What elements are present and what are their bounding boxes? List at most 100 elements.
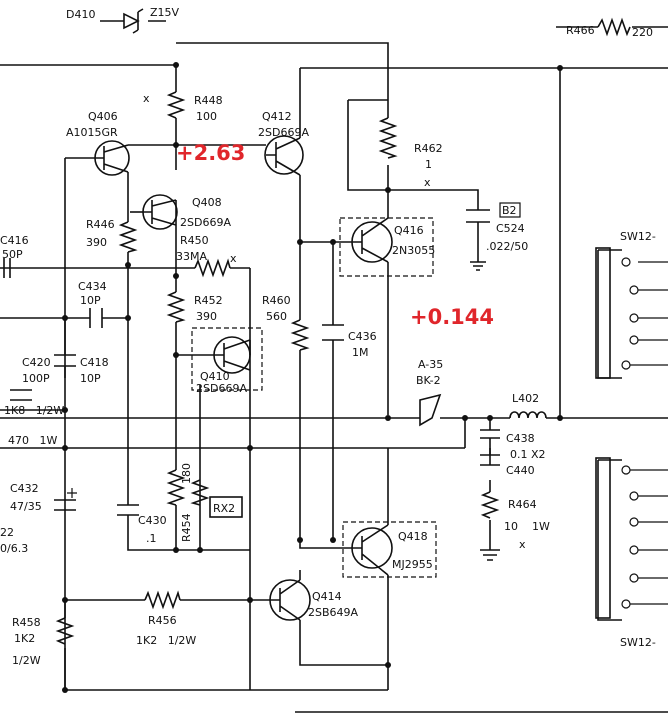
label-c430-value: .1 [146,532,157,545]
wiring [0,20,668,713]
label-q406-type: A1015GR [66,126,118,139]
label-q414-type: 2SB649A [308,606,359,619]
label-q406: Q406 [88,110,118,123]
label-r446: R446 [86,218,115,231]
resistor-r462 [378,117,398,159]
resistor-r446 [118,221,138,253]
voltage-annotations: +2.63 +0.144 [176,141,494,329]
transistor-q414 [269,579,311,621]
label-r462: R462 [414,142,443,155]
label-r456: R456 [148,614,177,627]
component-labels: D410 Z15V R466 220 R448 100 Q406 A1015GR… [0,6,656,667]
resistor-r452 [166,291,186,323]
label-q408: Q408 [192,196,222,209]
label-r458-power: 1/2W [12,654,41,667]
label-c524: C524 [496,222,525,235]
label-c420: C420 [22,356,51,369]
switch-sw12-top [595,247,668,379]
capacitor-c432 [54,488,77,511]
components: x x x x [3,8,668,693]
label-q416: Q416 [394,224,424,237]
transistor-q418 [342,521,437,578]
label-r448-value: 100 [196,110,217,123]
capacitor-c420 [10,389,32,401]
capacitor-c430 [117,504,139,516]
label-c418: C418 [80,356,109,369]
voltage-q412-base: +2.63 [176,141,245,165]
label-r466: R466 [566,24,595,37]
svg-text:x: x [424,176,431,189]
label-c436-value: 1M [352,346,369,359]
test-point-markers: x x x x [143,92,526,551]
zener-diode-d410 [123,8,144,34]
label-q410: Q410 [200,370,230,383]
capacitor-c438 [480,429,500,455]
label-c416: C416 [0,234,29,247]
resistor-r448 [166,91,186,119]
resistor-r466 [597,17,631,37]
label-r470: 470 1W [8,434,57,447]
svg-text:x: x [143,92,150,105]
label-r452-value: 390 [196,310,217,323]
capacitor-c436 [322,324,344,341]
label-z15v: Z15V [150,6,180,19]
label-r450-value: 33MA [176,250,207,263]
label-r460-value: 560 [266,310,287,323]
label-r464: R464 [508,498,537,511]
label-q418-type: MJ2955 [392,558,433,571]
transistor-q416 [339,217,434,277]
ground-r464 [480,549,500,561]
label-c432: C432 [10,482,39,495]
label-r460: R460 [262,294,291,307]
label-c440: C440 [506,464,535,477]
label-q418: Q418 [398,530,428,543]
connector-a35 [419,393,442,427]
label-q412: Q412 [262,110,292,123]
resistor-r456 [144,590,181,610]
label-r462-value: 1 [425,158,432,171]
label-r466-value: 220 [632,26,653,39]
label-c430: C430 [138,514,167,527]
svg-text:x: x [519,538,526,551]
resistor-r464 [480,491,500,519]
transistor-q408 [142,194,178,230]
label-c432-value: 47/35 [10,500,42,513]
label-sw12-bottom: SW12- [620,636,656,649]
label-c434-value: 10P [80,294,101,307]
label-q410-type: 2SD669A [196,382,247,395]
label-sw12-top: SW12- [620,230,656,243]
switch-sw12-bottom [595,457,668,619]
label-c434: C434 [78,280,107,293]
label-r446-value: 390 [86,236,107,249]
voltage-output: +0.144 [410,305,494,329]
label-bk2: BK-2 [416,374,441,387]
label-r458-value: 1K2 [14,632,35,645]
label-c-partial: 22 [0,526,14,539]
resistor-rx2 [190,479,243,518]
transistor-q410 [191,327,263,391]
label-rx2: RX2 [213,502,235,515]
label-r452: R452 [194,294,223,307]
label-c420-value: 100P [22,372,50,385]
capacitor-c524 [466,209,490,230]
label-q414: Q414 [312,590,342,603]
resistor-r458 [55,617,75,645]
capacitor-c418 [54,318,76,378]
label-c524-value: .022/50 [486,240,528,253]
inductor-l402 [509,411,547,419]
label-r450: R450 [180,234,209,247]
transistor-q406 [94,140,130,176]
label-r454-value: 180 [180,463,193,484]
label-c436: C436 [348,330,377,343]
transistor-q412 [264,135,304,176]
label-d410: D410 [66,8,95,21]
resistor-r454 [166,469,186,506]
label-r448: R448 [194,94,223,107]
label-c438: C438 [506,432,535,445]
label-r464-value: 10 1W [504,520,550,533]
label-q408-type: 2SD669A [180,216,231,229]
label-q412-type: 2SD669A [258,126,309,139]
label-r454: R454 [180,513,193,542]
label-b2-box [499,202,521,218]
